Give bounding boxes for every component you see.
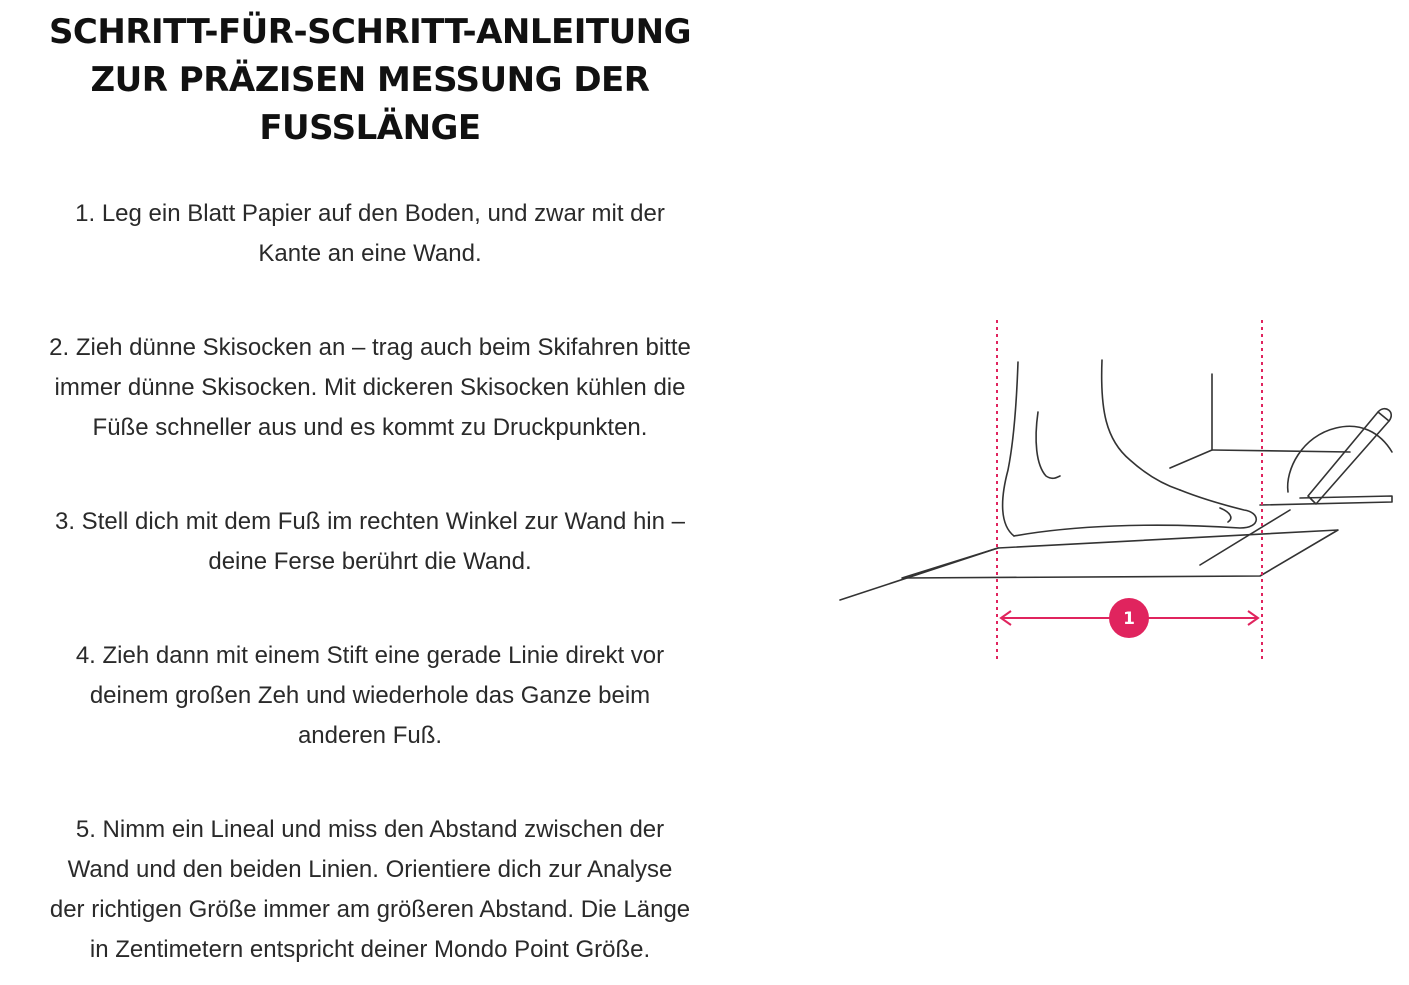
length-arrow-left-head <box>999 610 1012 626</box>
step-3: 3. Stell dich mit dem Fuß im rechten Win… <box>0 502 740 582</box>
wall-baseline <box>1259 495 1393 506</box>
step-5-line-2: Wand und den beiden Linien. Orientiere d… <box>67 856 673 883</box>
pencil-cap <box>1377 411 1390 422</box>
pencil-body <box>1307 407 1393 505</box>
step-badge: 1 <box>1109 598 1149 638</box>
step-2-line-1: 2. Zieh dünne Skisocken an – trag auch b… <box>49 334 691 361</box>
paper-sheet <box>901 529 1339 579</box>
step-4-line-2: deinem großen Zeh und wiederhole das Gan… <box>89 682 651 709</box>
step-4: 4. Zieh dann mit einem Stift eine gerade… <box>0 636 740 756</box>
step-5-line-4: in Zentimetern entspricht deiner Mondo P… <box>89 936 651 963</box>
wall-corner <box>1169 373 1213 469</box>
leg-back <box>1001 361 1019 537</box>
pencil-line <box>1199 509 1291 566</box>
step-5-line-1: 5. Nimm ein Lineal und miss den Abstand … <box>75 816 665 843</box>
line-art <box>839 359 1393 601</box>
wall-ledge <box>1211 449 1351 453</box>
step-badge-circle <box>1109 598 1149 638</box>
title-line-2: ZUR PRÄZISEN MESSUNG DER <box>90 60 650 100</box>
step-2: 2. Zieh dünne Skisocken an – trag auch b… <box>0 328 740 448</box>
step-2-line-2: immer dünne Skisocken. Mit dickeren Skis… <box>54 374 686 401</box>
step-1: 1. Leg ein Blatt Papier auf den Boden, u… <box>0 194 740 274</box>
title-line-1: SCHRITT-FÜR-SCHRITT-ANLEITUNG <box>48 12 692 52</box>
foot-instep <box>1100 359 1181 491</box>
foot-measurement-svg: 1 <box>839 320 1393 660</box>
step-1-line-2: Kante an eine Wand. <box>258 240 482 267</box>
hand-outline <box>1286 425 1393 493</box>
instructions-panel: SCHRITT-FÜR-SCHRITT-ANLEITUNG ZUR PRÄZIS… <box>0 8 740 970</box>
step-5: 5. Nimm ein Lineal und miss den Abstand … <box>0 810 740 970</box>
page-title: SCHRITT-FÜR-SCHRITT-ANLEITUNG ZUR PRÄZIS… <box>0 8 740 152</box>
ankle-bone <box>1035 411 1061 480</box>
step-3-line-2: deine Ferse berührt die Wand. <box>208 548 532 575</box>
step-1-line-1: 1. Leg ein Blatt Papier auf den Boden, u… <box>75 200 665 227</box>
foot-measurement-illustration: 1 <box>830 300 1409 680</box>
step-4-line-3: anderen Fuß. <box>297 722 443 749</box>
length-arrow-right-head <box>1247 610 1260 626</box>
title-line-3: FUSSLÄNGE <box>259 108 481 148</box>
toe-detail <box>1219 507 1232 523</box>
step-4-line-1: 4. Zieh dann mit einem Stift eine gerade… <box>75 642 665 669</box>
foot-sole <box>1013 489 1258 537</box>
step-3-line-1: 3. Stell dich mit dem Fuß im rechten Win… <box>55 508 685 535</box>
step-2-line-3: Füße schneller aus und es kommt zu Druck… <box>92 414 648 441</box>
step-badge-label: 1 <box>1123 609 1135 629</box>
step-5-line-3: der richtigen Größe immer am größeren Ab… <box>49 896 691 923</box>
